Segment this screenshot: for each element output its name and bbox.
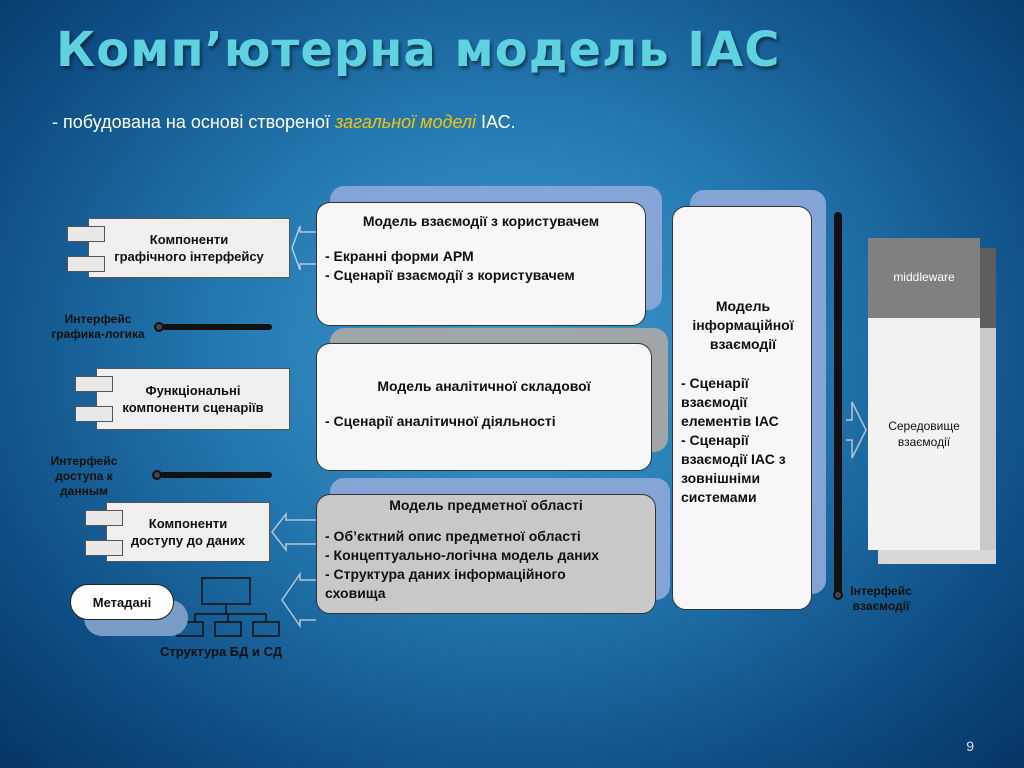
info-interaction-header-line: взаємодії bbox=[709, 336, 777, 352]
gui-components-line1: Компоненти bbox=[149, 232, 229, 247]
component-tab bbox=[75, 376, 113, 392]
environment-line1: Середовище bbox=[888, 419, 960, 433]
info-interaction-item: - Сценарії bbox=[681, 432, 749, 448]
environment-side bbox=[980, 328, 996, 564]
info-interaction-header: Модель інформаційної взаємодії bbox=[681, 297, 805, 354]
iface-data-access-bar bbox=[160, 472, 272, 478]
metadata-label: Метадані bbox=[70, 584, 174, 620]
iface-graphics-logic-bar bbox=[162, 324, 272, 330]
info-interaction-item: зовнішніми bbox=[681, 470, 761, 486]
iface-interaction-line1: Інтерфейс bbox=[850, 584, 912, 598]
info-interaction-item: взаємодії ІАС з bbox=[681, 451, 786, 467]
analytical-model: Модель аналітичної складової - Сценарії … bbox=[316, 343, 652, 471]
info-interaction-item: взаємодії bbox=[681, 394, 748, 410]
analytical-item: - Сценарії аналітичної діяльності bbox=[325, 413, 556, 429]
functional-components-line1: Функціональні bbox=[145, 383, 241, 398]
subject-area-header: Модель предметної області bbox=[389, 497, 583, 513]
db-child-node bbox=[252, 621, 280, 637]
gui-components: Компоненти графічного інтерфейсу bbox=[88, 218, 290, 278]
arrow-gui bbox=[291, 225, 316, 271]
slide-subtitle: - побудована на основі створеної загальн… bbox=[52, 112, 516, 133]
interaction-interface-bar bbox=[834, 212, 842, 594]
arrow-structure bbox=[281, 571, 316, 629]
middleware-side bbox=[980, 248, 996, 328]
data-access-components-line2: доступу до даних bbox=[130, 533, 246, 548]
environment-line2: взаємодії bbox=[897, 435, 951, 449]
data-access-components-line1: Компоненти bbox=[148, 516, 228, 531]
subject-area-item: - Об’єктний опис предметної області bbox=[325, 528, 581, 544]
functional-components: Функціональні компоненти сценаріїв bbox=[96, 368, 290, 430]
iface-data-access-line3: данным bbox=[60, 484, 108, 498]
db-root-node bbox=[201, 577, 251, 605]
analytical-header: Модель аналітичної складової bbox=[377, 378, 591, 394]
slide-title: Комп’ютерна модель ІАС bbox=[56, 22, 781, 78]
user-interaction-model: Модель взаємодії з користувачем - Екранн… bbox=[316, 202, 646, 326]
iface-graphics-logic-line1: Интерфейс bbox=[64, 312, 132, 326]
user-interaction-item: - Сценарії взаємодії з користувачем bbox=[325, 267, 575, 283]
page-number: 9 bbox=[966, 738, 974, 754]
subtitle-highlight: загальної моделі bbox=[334, 112, 477, 132]
arrow-data-access bbox=[271, 511, 316, 553]
structure-label: Структура БД и СД bbox=[160, 644, 283, 659]
middleware-block: middleware bbox=[868, 238, 980, 318]
info-interaction-item: - Сценарії bbox=[681, 375, 749, 391]
iface-data-access-line2: доступа к bbox=[55, 469, 113, 483]
iface-graphics-logic-label: Интерфейс графика-логика bbox=[42, 312, 154, 342]
gui-components-line2: графічного інтерфейсу bbox=[114, 249, 264, 264]
info-interaction-header-line: інформаційної bbox=[692, 317, 794, 333]
subject-area-item: сховища bbox=[325, 585, 386, 601]
iface-graphics-logic-line2: графика-логика bbox=[51, 327, 145, 341]
component-tab bbox=[67, 256, 105, 272]
subject-area-model: Модель предметної області - Об’єктний оп… bbox=[316, 494, 656, 614]
info-interaction-item: елементів ІАС bbox=[681, 413, 779, 429]
iface-interaction-line2: взаємодії bbox=[852, 599, 910, 613]
environment-bottom bbox=[878, 550, 996, 564]
db-child-node bbox=[214, 621, 242, 637]
interaction-interface-socket bbox=[833, 590, 843, 600]
component-tab bbox=[85, 540, 123, 556]
iface-data-access-label: Интерфейс доступа к данным bbox=[38, 454, 130, 499]
subject-area-item: - Концептуально-логічна модель даних bbox=[325, 547, 600, 563]
iface-data-access-line1: Интерфейс bbox=[50, 454, 118, 468]
arrow-environment bbox=[846, 401, 867, 459]
subject-area-item: - Структура даних інформаційного bbox=[325, 566, 566, 582]
info-interaction-item: системами bbox=[681, 489, 757, 505]
user-interaction-header: Модель взаємодії з користувачем bbox=[362, 213, 600, 229]
component-tab bbox=[85, 510, 123, 526]
user-interaction-item: - Екранні форми АРМ bbox=[325, 248, 474, 264]
functional-components-line2: компоненти сценаріїв bbox=[122, 400, 264, 415]
component-tab bbox=[75, 406, 113, 422]
subtitle-suffix: ІАС. bbox=[476, 112, 516, 132]
info-interaction-header-line: Модель bbox=[715, 298, 771, 314]
component-tab bbox=[67, 226, 105, 242]
data-access-components: Компоненти доступу до даних bbox=[106, 502, 270, 562]
info-interaction-model: Модель інформаційної взаємодії - Сценарі… bbox=[672, 206, 812, 610]
interaction-environment: Середовище взаємодії bbox=[868, 318, 980, 550]
subtitle-prefix: - побудована на основі створеної bbox=[52, 112, 335, 132]
db-structure-tree bbox=[176, 577, 280, 637]
iface-interaction-label: Інтерфейс взаємодії bbox=[846, 584, 916, 614]
